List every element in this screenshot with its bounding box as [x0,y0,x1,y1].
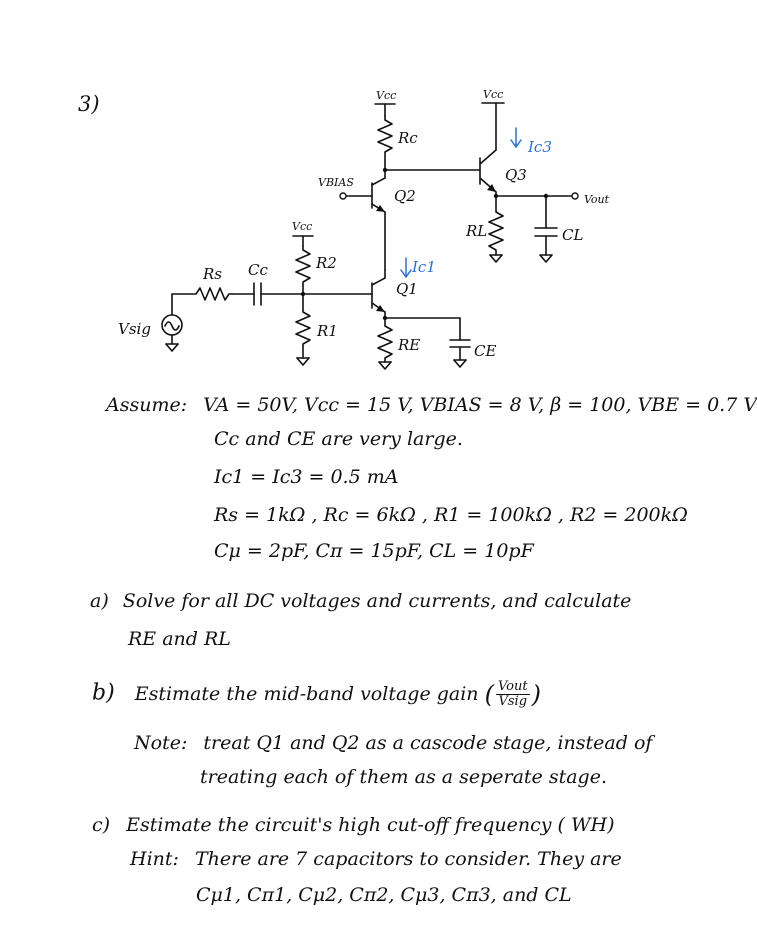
q1-label: Q1 [396,280,418,298]
vcc-q3-label: Vcc [483,88,503,101]
part-c-line-1: Estimate the circuit's high cut-off freq… [126,814,615,836]
cl-label: CL [562,226,583,244]
ic1-arrow [400,257,412,279]
part-b-line-1: Estimate the mid-band voltage gain [134,682,479,705]
part-a-row: a) Solve for all DC voltages and current… [90,590,631,612]
part-c-row: c) Estimate the circuit's high cut-off f… [92,814,615,836]
hint-label: Hint: [130,848,179,870]
q2-label: Q2 [394,187,416,205]
r1-label: R1 [316,322,338,340]
q3-label: Q3 [505,166,527,184]
q3-transistor [479,149,497,197]
ce-capacitor [384,317,471,368]
part-a-line-2: RE and RL [128,628,231,650]
note-label: Note: [134,732,188,754]
gain-numerator: Vout [495,679,530,695]
rl-resistor [488,195,504,263]
r2-label: R2 [315,254,337,272]
part-b-marker: b) [92,680,115,706]
rs-label: Rs [202,265,222,283]
vout-node [493,192,579,200]
ic1-label: Ic1 [411,258,436,276]
ce-label: CE [474,342,496,360]
rs-resistor [171,287,233,301]
vcc-r2-label: Vcc [292,220,312,233]
assume-line-2: Cc and CE are very large. [214,428,463,450]
circuit-schematic: Vcc Q3 Ic3 Vout RL [118,88,610,370]
rl-label: RL [465,222,487,240]
part-c-hint-row: Hint: There are 7 capacitors to consider… [130,848,622,870]
ic3-arrow [510,127,522,149]
vbias-label: VBIAS [318,176,354,189]
assume-label: Assume: [106,394,188,416]
part-a-line-1: Solve for all DC voltages and currents, … [122,590,632,612]
ic3-label: Ic3 [527,138,552,156]
rc-resistor [377,115,481,173]
q1-transistor [371,269,388,321]
hint-line-2: Cμ1, Cπ1, Cμ2, Cπ2, Cμ3, Cπ3, and CL [196,884,572,906]
note-line-2: treating each of them as a seperate stag… [200,766,607,788]
assume-line-5: Cμ = 2pF, Cπ = 15pF, CL = 10pF [214,540,534,562]
cc-label: Cc [248,261,268,279]
re-label: RE [397,336,420,354]
vsig-label: Vsig [118,320,151,338]
vsig-source [161,293,183,352]
cc-capacitor [231,282,304,306]
re-resistor [377,317,393,370]
r1-resistor [295,293,311,366]
vcc-rc-label: Vcc [376,89,396,102]
part-a-marker: a) [90,590,109,612]
gain-denominator: Vsig [498,694,528,709]
cl-capacitor [534,195,558,263]
rc-vcc-supply [374,103,396,117]
assume-line-3: Ic1 = Ic3 = 0.5 mA [214,466,399,488]
part-c-marker: c) [92,814,111,836]
homework-page: 3) Vcc Q3 Ic3 Vout [78,88,757,906]
r2-resistor [295,245,311,297]
assume-line-1: VA = 50V, Vcc = 15 V, VBIAS = 8 V, β = 1… [203,394,757,416]
note-line-1: treat Q1 and Q2 as a cascode stage, inst… [203,732,653,754]
assume-line-4: Rs = 1kΩ , Rc = 6kΩ , R1 = 100kΩ , R2 = … [214,504,688,526]
hint-line-1: There are 7 capacitors to consider. They… [194,848,622,870]
q2-transistor [339,169,386,271]
part-b-note-row: Note: treat Q1 and Q2 as a cascode stage… [134,732,652,754]
rc-label: Rc [397,129,418,147]
r2-vcc-supply [292,235,314,247]
assumptions-row-1: Assume: VA = 50V, Vcc = 15 V, VBIAS = 8 … [106,394,757,416]
part-b-row: b) Estimate the mid-band voltage gain (V… [92,679,541,709]
q3-vcc-supply [481,102,505,151]
vout-label: Vout [584,193,610,206]
problem-number: 3) [78,92,100,116]
